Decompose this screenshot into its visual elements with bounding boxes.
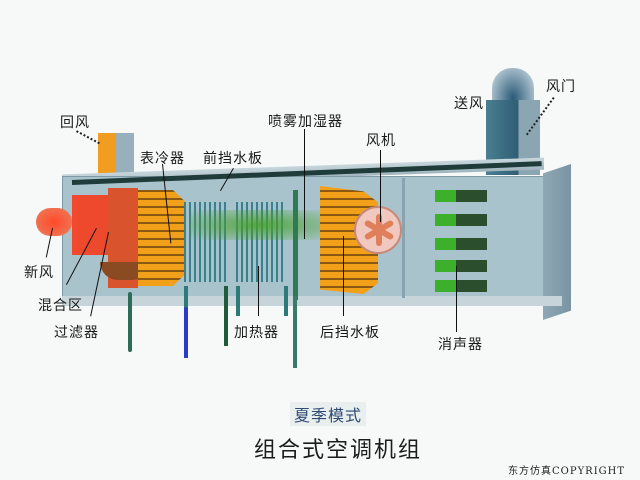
- label-filter: 过滤器: [54, 325, 99, 341]
- silencer-baffle: [435, 214, 487, 226]
- silencer-baffle: [435, 260, 487, 272]
- heater-pipe: [236, 286, 240, 316]
- chilled-water-pipe: [184, 286, 188, 358]
- leader-rear-eliminator: [343, 236, 344, 316]
- silencer-baffle: [435, 190, 487, 202]
- mode-subtitle: 夏季模式: [290, 402, 367, 426]
- leader-heater: [258, 266, 259, 316]
- leader-spray-humidifier: [304, 129, 305, 239]
- label-fresh-air: 新风: [24, 265, 54, 281]
- label-return-air: 回风: [60, 115, 90, 131]
- label-supply-air: 送风: [454, 96, 484, 112]
- label-front-eliminator: 前挡水板: [203, 151, 263, 167]
- label-damper: 风门: [546, 79, 576, 95]
- diagram-title: 组合式空调机组: [254, 438, 423, 463]
- leader-silencer: [456, 266, 457, 332]
- fan-wheel: [354, 206, 402, 254]
- label-cooling-coil: 表冷器: [140, 151, 185, 167]
- unit-end-wall: [543, 164, 571, 320]
- label-fan: 风机: [366, 133, 396, 149]
- label-heater: 加热器: [234, 325, 279, 341]
- silencer-baffle: [435, 280, 487, 292]
- heater-pipe: [284, 286, 288, 316]
- label-mixing-zone: 混合区: [38, 298, 83, 314]
- fresh-air-inlet: [36, 208, 72, 236]
- spray-mist: [190, 210, 330, 240]
- label-silencer: 消声器: [438, 337, 483, 353]
- copyright-notice: 东方仿真COPYRIGHT: [508, 466, 626, 477]
- section-partition: [402, 178, 405, 298]
- humidifier-pipe: [293, 190, 298, 300]
- label-rear-eliminator: 后挡水板: [320, 325, 380, 341]
- unit-floor: [62, 296, 562, 306]
- drain-pipe-trap: [128, 292, 132, 352]
- heater-pipe: [224, 286, 228, 346]
- silencer-baffle: [435, 238, 487, 250]
- humidifier-supply-pipe: [293, 296, 297, 368]
- cooling-coil: [138, 190, 188, 286]
- leader-fan: [380, 150, 381, 222]
- label-spray-humidifier: 喷雾加湿器: [268, 114, 343, 130]
- drain-pan: [100, 262, 150, 280]
